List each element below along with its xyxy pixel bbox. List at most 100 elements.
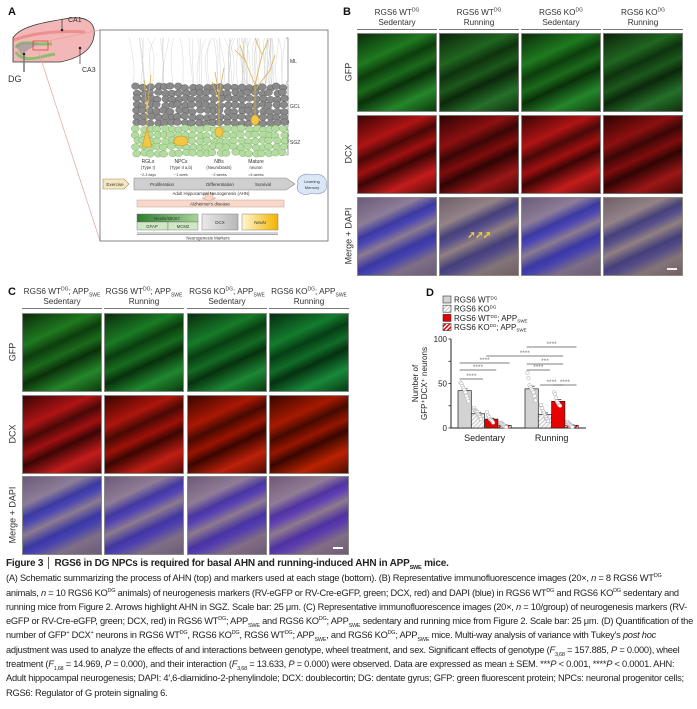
alzheimers-label: Alzheimer's disease — [190, 202, 230, 207]
genotype-text: RGS6 WT — [105, 287, 143, 296]
condition-text: Running — [627, 18, 659, 27]
caption-segment: ; APP — [292, 630, 315, 641]
column-header-line1: RGS6 WTDG; APPSWE — [104, 287, 184, 298]
data-point — [463, 390, 468, 395]
caption-segment: P — [104, 659, 111, 670]
genotype-text: RGS6 KO — [189, 287, 226, 296]
data-point — [485, 409, 490, 415]
ml-layer-label: ML — [290, 59, 297, 65]
dcx-marker-box — [201, 213, 239, 231]
caption-segment: n — [40, 587, 46, 598]
micrograph-gfp — [357, 33, 437, 112]
caption-segment: = 0.000) were observed. Data are express… — [294, 659, 551, 670]
stage-npc: NPCs (Type II a,b) ~1 week — [170, 159, 193, 177]
legend-superscript: DG — [490, 296, 497, 301]
significance-label: **** — [473, 364, 484, 371]
legend-subscript: SWE — [517, 318, 527, 323]
caption-segment: = 0.000), and their interaction ( — [110, 659, 232, 670]
learning-memory-cloud — [296, 173, 327, 195]
legend-item: RGS6 KODG — [442, 305, 497, 314]
data-point — [478, 417, 483, 421]
data-point — [504, 425, 509, 429]
scale-bar — [667, 268, 677, 270]
caption-segment: DG — [387, 630, 396, 637]
caption-segment: P — [606, 659, 613, 670]
app-subscript: SWE — [335, 292, 347, 299]
micrograph-dcx — [439, 115, 519, 194]
micrograph-gfp — [439, 33, 519, 112]
caption-segment: + — [66, 630, 70, 637]
row-label: DCX — [7, 424, 17, 444]
caption-segment: and RGS6 KO — [554, 587, 614, 598]
stage-type: (Neuroblasts) — [206, 165, 232, 170]
caption-segment: ; APP — [395, 630, 418, 641]
data-point — [554, 395, 559, 400]
micrograph-gfp — [187, 313, 267, 392]
legend-app: ; APP — [496, 323, 516, 332]
significance-label: **** — [560, 379, 571, 386]
micrograph-dcx — [104, 395, 184, 474]
caption-segment: DG — [107, 587, 116, 594]
data-point — [466, 399, 471, 404]
caption-segment: = 14.969, — [63, 659, 105, 670]
data-point — [570, 425, 575, 429]
nestin-label: Nestin/MKI67 — [154, 216, 180, 221]
data-point — [558, 403, 563, 408]
caption-segment: SWE — [417, 637, 430, 644]
condition-text: Running — [463, 18, 495, 27]
neun-label: NeuN — [254, 220, 266, 225]
row-label: Merge + DAPI — [7, 486, 17, 543]
legend-swatch — [442, 295, 452, 304]
stage-rgl: RGLs (Type I) ~2-3 days — [140, 159, 156, 177]
legend-subscript: SWE — [516, 328, 526, 333]
dcx-label: DCX — [215, 220, 225, 225]
ca1-label: CA1 — [68, 17, 82, 24]
genotype-superscript: DG — [60, 286, 69, 293]
caption-segment: SWE — [248, 623, 260, 630]
panel-label-b: B — [343, 6, 351, 18]
stage-name: Mature — [248, 159, 264, 165]
legend-app: ; APP — [497, 314, 517, 323]
caption-segment: animals, — [6, 587, 41, 598]
gfap-label: GFAP — [146, 224, 158, 229]
caption-segment: Figure 3 │ RGS6 in DG NPCs is required f… — [6, 558, 410, 569]
caption-segment: = 10 RGS6 KO — [45, 587, 108, 598]
sgz-layer-label: SGZ — [290, 140, 300, 146]
micrograph-merge — [269, 476, 349, 555]
stage-time: ~2-3 days — [140, 173, 156, 177]
legend-swatch — [442, 323, 452, 331]
micrograph-gfp — [22, 313, 102, 392]
legend-item: RGS6 WTDG — [442, 295, 498, 305]
ahn-label: Adult Hippocampal Neurogenesis (AHN) — [173, 191, 250, 196]
caption-segment: 1,68 — [53, 665, 64, 672]
caption-segment: DG — [318, 616, 327, 623]
y-tick-label: 100 — [434, 335, 448, 344]
data-point — [526, 376, 531, 381]
column-header-line1: RGS6 KODG; APPSWE — [187, 287, 267, 298]
stage-name: RGLs — [142, 159, 155, 165]
legend-swatch — [442, 314, 452, 322]
significance-label: **** — [466, 373, 477, 380]
learning-label: Learning — [304, 179, 320, 184]
column-header-line1: RGS6 KODG — [603, 8, 683, 18]
column-header-line1: RGS6 WTDG — [357, 8, 437, 18]
survival-label: Survival — [255, 182, 271, 187]
app-text: ; APP — [233, 287, 254, 296]
ahn-process-arrow — [133, 177, 296, 191]
condition-text: Sedentary — [378, 18, 416, 27]
stage-time: >4 weeks — [248, 173, 263, 177]
micrograph-merge — [22, 476, 102, 555]
micrograph-dcx — [187, 395, 267, 474]
caption-segment: F — [549, 644, 556, 655]
row-label: GFP — [343, 62, 353, 81]
panel-label-d: D — [426, 287, 434, 299]
y-tick-label: 0 — [443, 424, 448, 433]
caption-segment: ; APP — [326, 616, 349, 627]
column-header-line1: RGS6 KODG — [521, 8, 601, 18]
caption-segment: DG — [284, 630, 293, 637]
data-point — [531, 390, 536, 395]
